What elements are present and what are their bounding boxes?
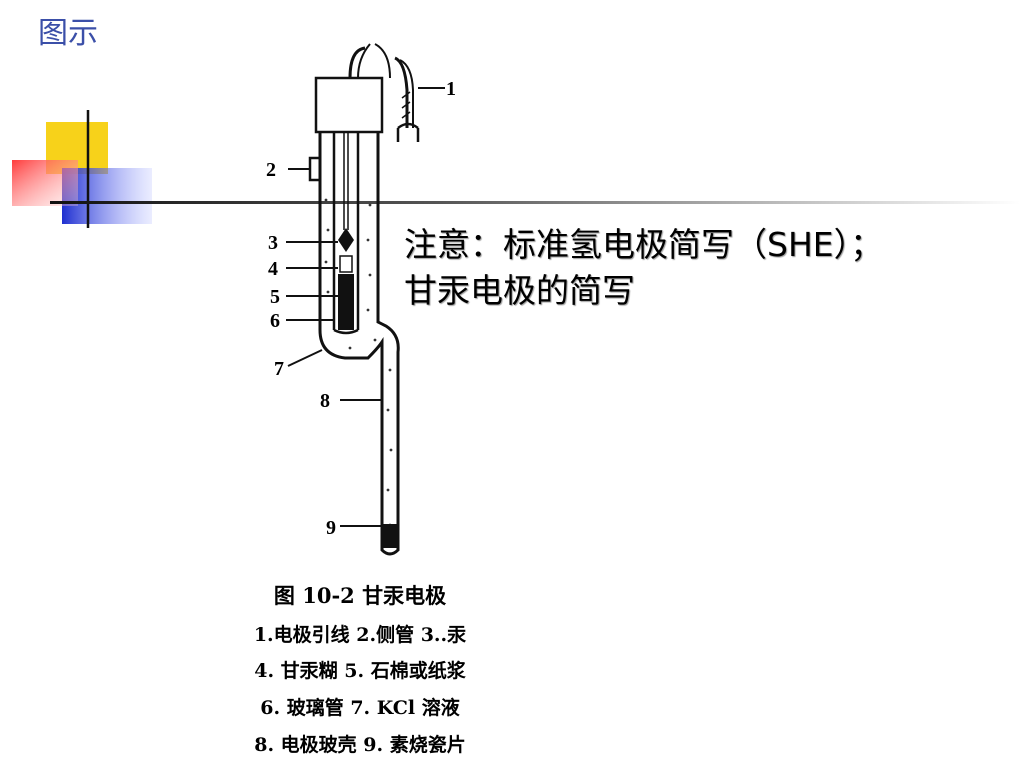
label-2: 2 [266, 159, 276, 181]
label-8: 8 [320, 390, 330, 412]
label-1: 1 [446, 78, 456, 100]
label-9: 9 [326, 517, 336, 539]
note-text: 注意：标准氢电极简写（SHE）； 甘汞电极的简写 [404, 222, 883, 314]
figure-caption-title: 图 10-2 甘汞电极 [273, 583, 447, 608]
electrode-glass-shell [318, 132, 400, 556]
asbestos-plug [338, 274, 354, 330]
note-line-1: 注意：标准氢电极简写（SHE）； [404, 225, 884, 264]
label-5: 5 [270, 286, 280, 308]
deco-red-square [12, 160, 78, 206]
calomel-paste [339, 255, 353, 273]
ceramic-tip [382, 524, 398, 548]
figure-legend-line: 4. 甘汞糊 5. 石棉或纸浆 [254, 660, 466, 682]
note-line-2: 甘汞电极的简写 [404, 271, 635, 310]
figure-legend-line: 6. 玻璃管 7. KCl 溶液 [260, 697, 460, 719]
label-6: 6 [270, 310, 280, 332]
mercury [338, 228, 354, 252]
calomel-electrode-diagram: 1 2 3 4 5 6 7 8 9 [266, 43, 456, 556]
electrode-cap [314, 76, 384, 134]
figure-legend-line: 1.电极引线 2.侧管 3..汞 [253, 624, 467, 646]
divider-rule [50, 201, 1020, 204]
decorative-squares [12, 110, 152, 228]
figure-legend-line: 8. 电极玻壳 9. 素烧瓷片 [254, 734, 466, 756]
slide-title: 图示 [38, 16, 98, 51]
label-3: 3 [268, 232, 278, 254]
label-7: 7 [274, 358, 284, 380]
label-4: 4 [268, 258, 278, 280]
